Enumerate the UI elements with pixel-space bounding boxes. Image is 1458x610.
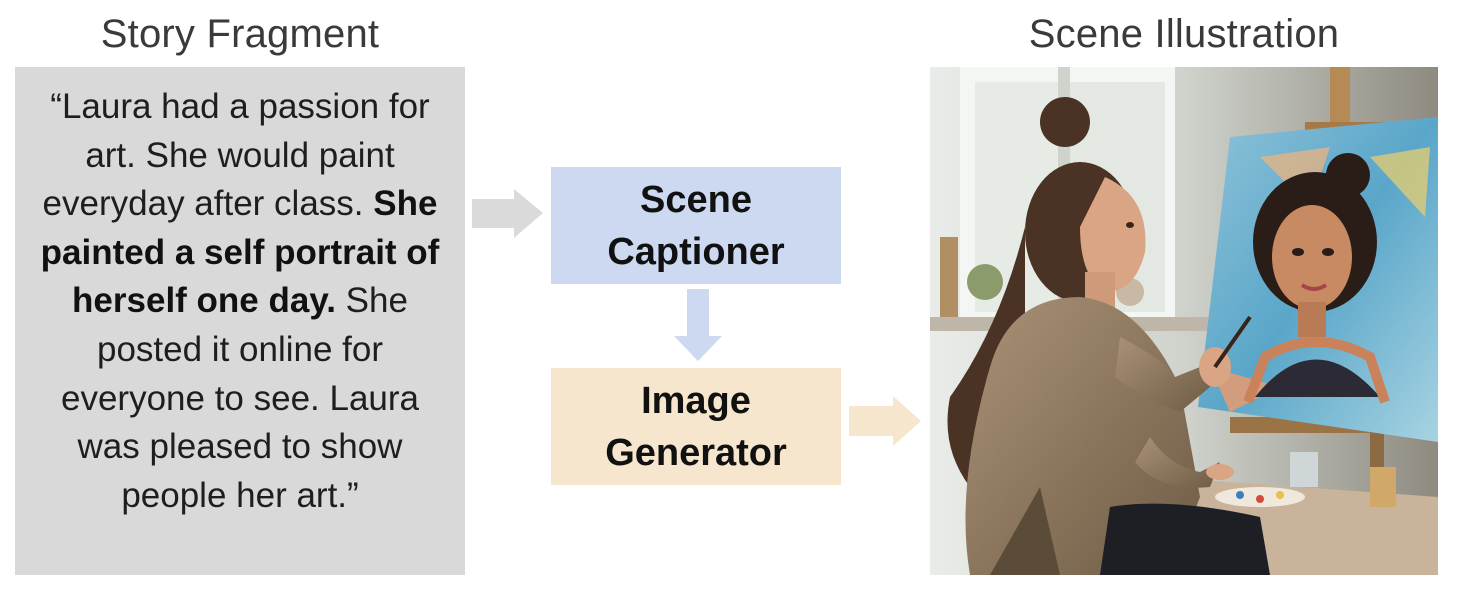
image-generator-label-line2: Generator bbox=[605, 431, 787, 474]
story-fragment-heading: Story Fragment bbox=[100, 12, 380, 56]
story-open-quote: “ bbox=[50, 87, 62, 126]
story-text-before: Laura had a passion for art. She would p… bbox=[42, 87, 430, 224]
story-close-quote: ” bbox=[347, 475, 359, 515]
arrow-story-to-captioner bbox=[472, 189, 543, 238]
story-fragment-box: “Laura had a passion for art. She would … bbox=[15, 67, 465, 575]
scene-illustration-heading: Scene Illustration bbox=[1028, 12, 1340, 56]
story-text-bold: She painted a self portrait of herself o… bbox=[40, 184, 440, 321]
scene-illustration-image bbox=[930, 67, 1438, 575]
arrow-captioner-to-generator bbox=[674, 289, 722, 361]
scene-captioner-label-line1: Scene bbox=[640, 178, 752, 221]
scene-captioner-box: Scene Captioner bbox=[551, 167, 841, 284]
scene-captioner-label-line2: Captioner bbox=[607, 230, 785, 273]
story-text-after: She posted it online for everyone to see… bbox=[60, 281, 419, 515]
image-generator-box: Image Generator bbox=[551, 368, 841, 485]
image-generator-label-line1: Image bbox=[641, 379, 751, 422]
arrow-generator-to-illustration bbox=[849, 396, 921, 446]
